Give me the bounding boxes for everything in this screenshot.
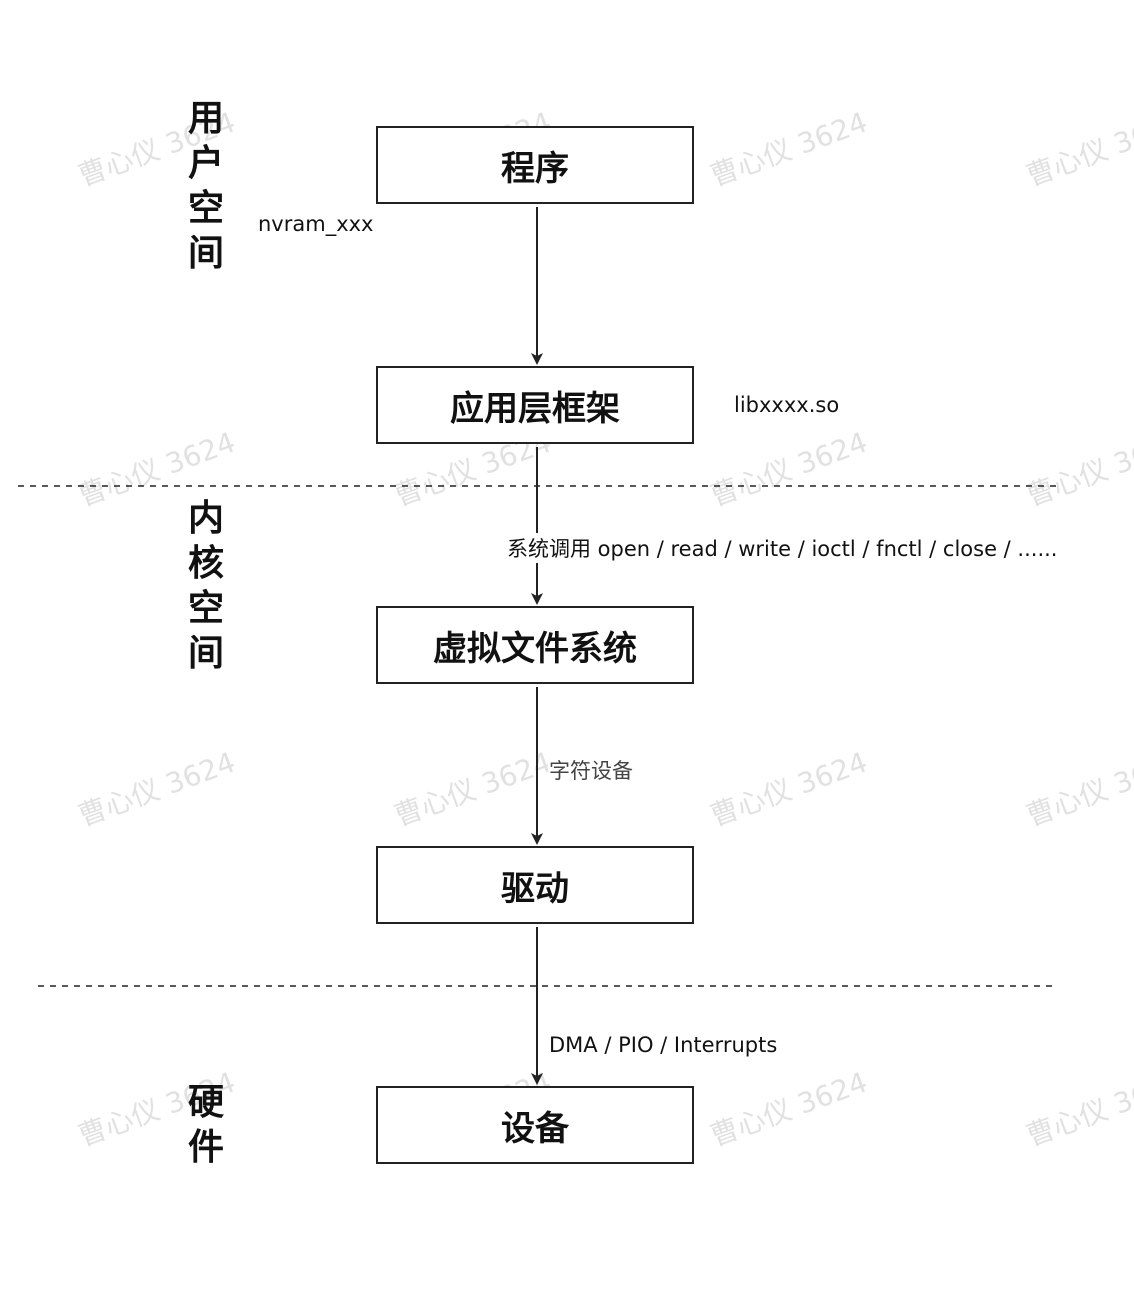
region-hardware: 硬件 (187, 1082, 224, 1168)
edge-label-syscalls: 系统调用 open / read / write / ioctl / fnctl… (506, 533, 1059, 563)
watermark-text: 曹心仪 3624 (706, 425, 872, 512)
edge-label-char-device: 字符设备 (548, 755, 634, 785)
program-annotation: nvram_xxx (258, 212, 374, 236)
node-framework-label: 应用层框架 (450, 388, 620, 429)
edge-label-dma-pio: DMA / PIO / Interrupts (548, 1033, 779, 1057)
region-user-space: 用户空间 (187, 98, 224, 274)
node-vfs-label: 虚拟文件系统 (433, 628, 637, 669)
watermark-text: 曹心仪 3624 (1022, 425, 1134, 512)
watermark-text: 曹心仪 3624 (706, 1065, 872, 1152)
node-device: 设备 (376, 1086, 694, 1164)
watermark-text: 曹心仪 3624 (74, 745, 240, 832)
watermark-text: 曹心仪 3624 (390, 745, 556, 832)
node-driver: 驱动 (376, 846, 694, 924)
node-program: 程序 (376, 126, 694, 204)
node-driver-label: 驱动 (501, 868, 569, 909)
node-framework: 应用层框架 (376, 366, 694, 444)
region-kernel-space: 内核空间 (187, 498, 224, 674)
watermark-text: 曹心仪 3624 (1022, 745, 1134, 832)
watermark-text: 曹心仪 3624 (1022, 1065, 1134, 1152)
watermark-text: 曹心仪 3624 (1022, 105, 1134, 192)
node-vfs: 虚拟文件系统 (376, 606, 694, 684)
watermark-text: 曹心仪 3624 (706, 745, 872, 832)
node-device-label: 设备 (501, 1108, 569, 1149)
node-program-label: 程序 (501, 148, 569, 189)
watermark-text: 曹心仪 3624 (706, 105, 872, 192)
framework-annotation: libxxxx.so (734, 393, 840, 417)
